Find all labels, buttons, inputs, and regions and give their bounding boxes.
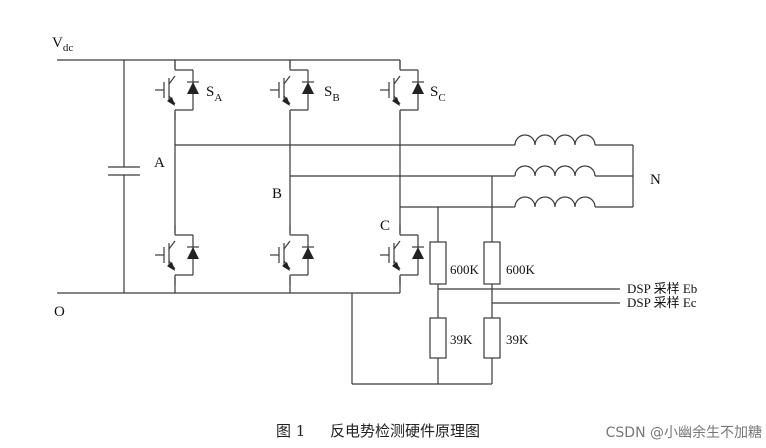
node-b-label: B: [272, 186, 282, 202]
igbt-switch-a-low: [153, 225, 199, 285]
resistor-39k-right-label: 39K: [506, 332, 529, 347]
neutral-label: N: [650, 172, 661, 188]
switch-b-label: SB: [324, 84, 340, 104]
ground-label: O: [54, 304, 65, 320]
igbt-switch-b-low: [268, 225, 314, 285]
winding-c-inductor: [514, 196, 596, 208]
vdc-label: Vdc: [52, 35, 73, 54]
switch-a-label: SA: [206, 84, 222, 104]
watermark: CSDN @小幽余生不加糖: [606, 424, 762, 441]
resistor-39k-left: [429, 317, 447, 359]
winding-b-inductor: [514, 165, 596, 177]
igbt-switch-b-high: [268, 60, 314, 120]
resistor-39k-left-label: 39K: [450, 332, 473, 347]
winding-a-inductor: [514, 134, 596, 146]
figure-caption: 反电势检测硬件原理图: [330, 422, 480, 440]
dsp-ec-label: DSP 采样 Ec: [627, 295, 697, 310]
igbt-switch-c-low: [378, 225, 424, 285]
switch-c-label: SC: [430, 84, 446, 104]
node-c-label: C: [380, 218, 390, 234]
dc-link-capacitor: [108, 60, 140, 293]
igbt-switch-c-high: [378, 60, 424, 120]
node-a-label: A: [154, 155, 165, 171]
resistor-600k-left-label: 600K: [450, 262, 480, 277]
resistor-600k-right-label: 600K: [506, 262, 536, 277]
resistor-39k-right: [483, 317, 501, 359]
dsp-eb-label: DSP 采样 Eb: [627, 281, 697, 296]
figure-number: 图 1: [276, 422, 305, 440]
resistor-600k-right: [483, 241, 501, 285]
resistor-600k-left: [429, 241, 447, 285]
igbt-switch-a-high: [153, 60, 199, 120]
